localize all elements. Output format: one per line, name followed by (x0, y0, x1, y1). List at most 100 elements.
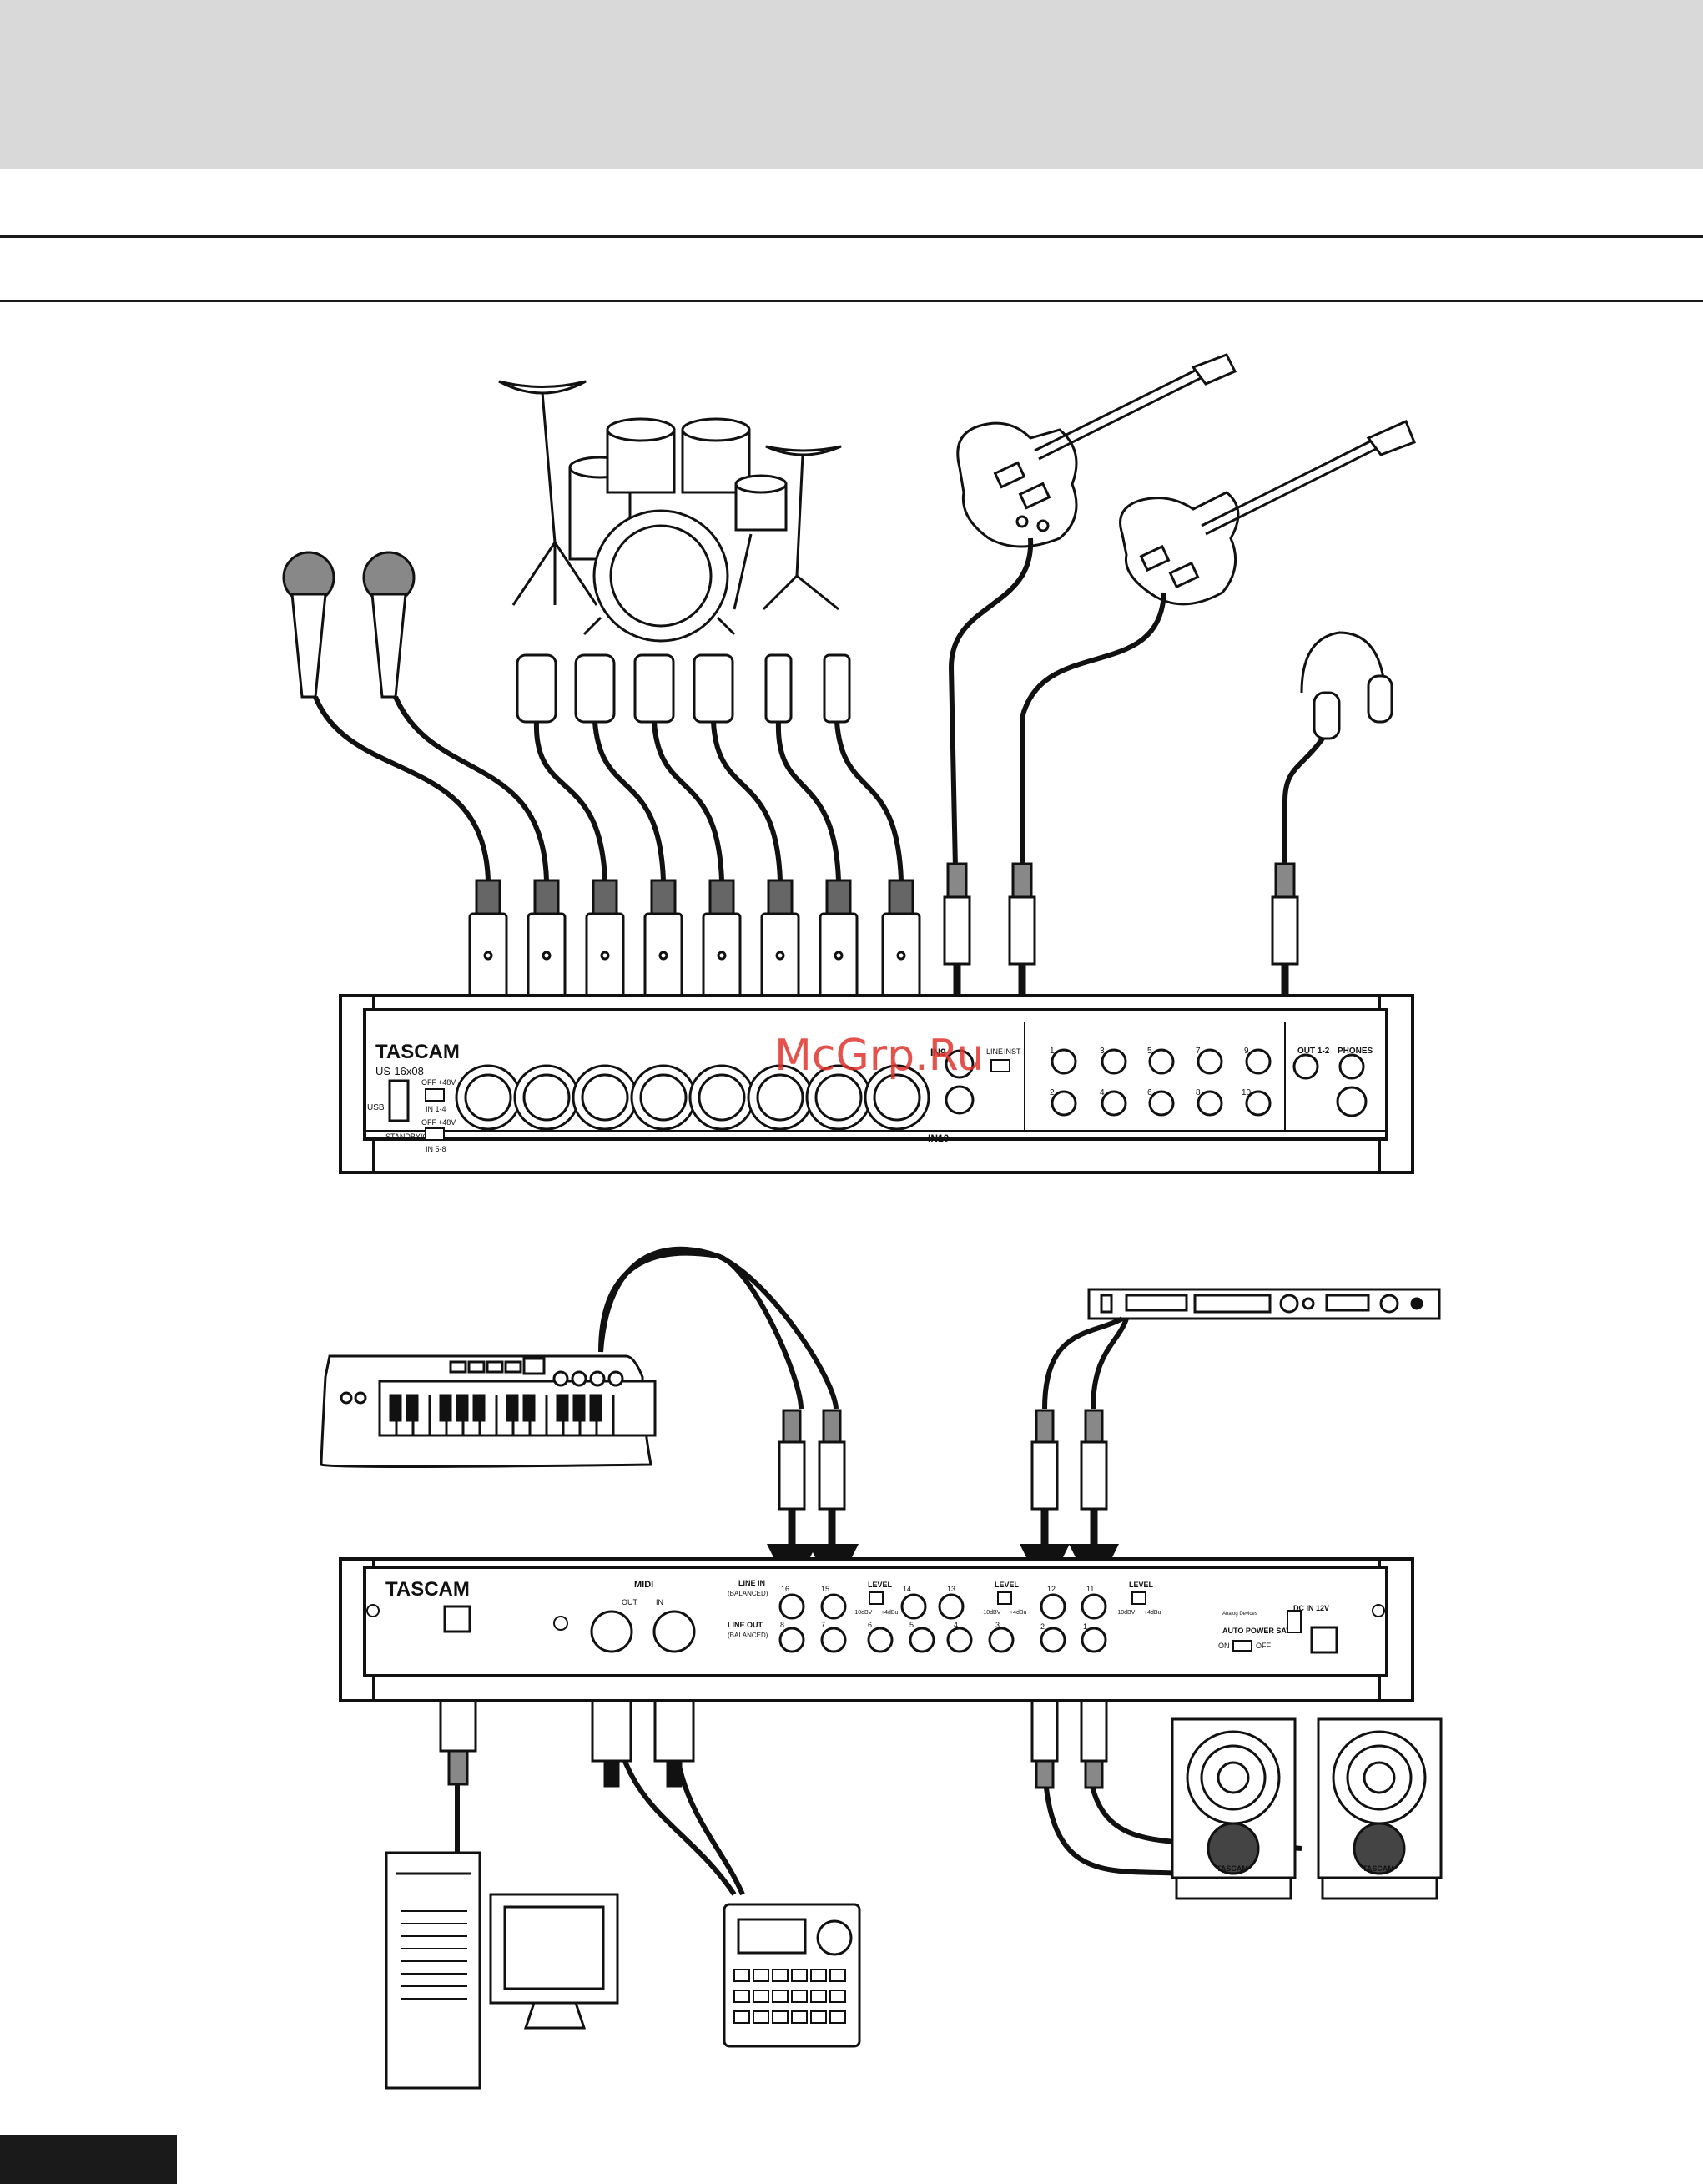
knob-num-9: 9 (1244, 1047, 1249, 1056)
gain-knob-8[interactable] (1197, 1090, 1223, 1117)
knob-num-5: 5 (1147, 1047, 1152, 1056)
inst-label: INST (1004, 1047, 1021, 1056)
handheld-microphones (282, 551, 416, 699)
line-in-label: LINE IN (738, 1579, 765, 1587)
svg-text:+4dBu: +4dBu (881, 1610, 899, 1616)
knob-num-6: 6 (1147, 1088, 1152, 1097)
line-out-1[interactable] (1081, 1627, 1107, 1653)
knob-num-10: 10 (1242, 1088, 1252, 1097)
line-out-num-1: 1 (1083, 1622, 1087, 1631)
phantom-on-1: +48V (438, 1078, 456, 1087)
midi-in-port[interactable] (652, 1610, 696, 1653)
line-in-13[interactable] (938, 1593, 965, 1620)
line-out-2[interactable] (1040, 1627, 1066, 1653)
xlr-input-1[interactable] (455, 1064, 521, 1131)
knob-num-4: 4 (1100, 1088, 1105, 1097)
line-out-6[interactable] (867, 1627, 894, 1653)
xlr-input-2[interactable] (513, 1064, 580, 1131)
gain-knob-1[interactable] (1051, 1048, 1077, 1075)
standby-label: STANDBY/ON (385, 1132, 434, 1141)
gain-knob-6[interactable] (1148, 1090, 1175, 1117)
line-in-14[interactable] (900, 1593, 927, 1620)
gain-knob-5[interactable] (1148, 1048, 1175, 1075)
auto-power-save-switch[interactable] (1232, 1640, 1252, 1652)
dc-in-label: DC IN 12V (1293, 1604, 1329, 1612)
phantom-switch-2[interactable] (425, 1127, 445, 1141)
svg-text:LEVEL: LEVEL (1129, 1581, 1154, 1589)
line-out-3[interactable] (988, 1627, 1015, 1653)
midi-out-label: OUT (622, 1598, 638, 1606)
header-rule-top (0, 235, 1703, 238)
line-in-11[interactable] (1081, 1593, 1107, 1620)
knob-num-2: 2 (1050, 1088, 1055, 1097)
line-out-7[interactable] (820, 1627, 847, 1653)
gain-knob-4[interactable] (1101, 1090, 1127, 1117)
line-out-5[interactable] (909, 1627, 935, 1653)
midi-keyboard (320, 1354, 657, 1468)
line-in-balanced: (BALANCED) (728, 1590, 768, 1597)
line-in-num-15: 15 (821, 1585, 829, 1593)
line-out-num-4: 4 (954, 1621, 958, 1629)
in9-label: IN9 (930, 1047, 946, 1058)
gain-knob-2[interactable] (1051, 1090, 1077, 1117)
line-in-12[interactable] (1040, 1593, 1066, 1620)
page-header-band (0, 0, 1703, 169)
knob-num-3: 3 (1100, 1047, 1105, 1056)
line-out-4[interactable] (946, 1627, 973, 1653)
watermark: McGrp.Ru (774, 1031, 984, 1081)
monitor-speakers (1171, 1717, 1443, 1900)
xlr-input-7[interactable] (805, 1064, 872, 1131)
line-in-num-13: 13 (947, 1585, 955, 1593)
standby-switch[interactable] (388, 1079, 410, 1122)
level-switch-3[interactable]: LEVEL -10dBV +4dBu (1116, 1581, 1161, 1616)
front-panel: TASCAM US-16x08 USB STANDBY/ON OFF +48V … (339, 994, 1414, 1174)
svg-text:-10dBV: -10dBV (1116, 1610, 1136, 1616)
rear-panel: TASCAM MIDI OUT IN LINE IN (BALANCED) LI… (339, 1557, 1414, 1702)
phantom-off-1: OFF (421, 1078, 436, 1087)
in9-jack[interactable] (945, 1049, 975, 1079)
phones-jack[interactable] (1336, 1086, 1368, 1117)
xlr-input-3[interactable] (572, 1064, 638, 1131)
phantom-off-2: OFF (421, 1118, 436, 1127)
xlr-input-4[interactable] (630, 1064, 697, 1131)
midi-in-label: IN (656, 1598, 663, 1606)
header-rule-bottom (0, 300, 1703, 302)
auto-power-save-label: AUTO POWER SAVE (1222, 1627, 1296, 1635)
xlr-input-8[interactable] (864, 1064, 930, 1131)
phantom-switch-1[interactable] (425, 1088, 445, 1102)
knob-num-8: 8 (1196, 1088, 1201, 1097)
line-out-num-8: 8 (780, 1621, 784, 1629)
svg-text:LEVEL: LEVEL (868, 1581, 893, 1589)
drum-machine (723, 1903, 861, 2048)
line-out-8[interactable] (778, 1627, 805, 1653)
line-in-num-11: 11 (1086, 1585, 1094, 1593)
front-model: US-16x08 (375, 1065, 424, 1077)
line-out-num-5: 5 (909, 1621, 914, 1629)
line-label: LINE (986, 1047, 1003, 1056)
level-switch-2[interactable]: LEVEL -10dBV +4dBu (981, 1581, 1027, 1616)
usb-port[interactable] (443, 1605, 471, 1633)
line-in-15[interactable] (820, 1593, 847, 1620)
phones-label: PHONES (1338, 1047, 1373, 1056)
midi-out-port[interactable] (590, 1610, 633, 1653)
line-in-num-16: 16 (781, 1585, 789, 1593)
knob-num-7: 7 (1196, 1047, 1201, 1056)
out12-knob[interactable] (1292, 1053, 1319, 1080)
power-switch[interactable] (1287, 1610, 1302, 1633)
line-out-balanced: (BALANCED) (728, 1632, 768, 1639)
level-switch-1[interactable]: LEVEL -10dBV +4dBu (853, 1581, 899, 1616)
dc-in-jack[interactable] (1310, 1626, 1338, 1654)
gain-knob-10[interactable] (1245, 1090, 1272, 1117)
gain-knob-3[interactable] (1101, 1048, 1127, 1075)
xlr-input-5[interactable] (688, 1064, 755, 1131)
gain-knob-9[interactable] (1245, 1048, 1272, 1075)
svg-text:+4dBu: +4dBu (1010, 1610, 1027, 1616)
line-in-16[interactable] (778, 1593, 805, 1620)
phones-knob[interactable] (1338, 1053, 1365, 1080)
gain-knob-7[interactable] (1197, 1048, 1223, 1075)
phantom-on-2: +48V (438, 1118, 456, 1127)
line-inst-switch[interactable] (990, 1059, 1010, 1072)
in10-jack[interactable] (945, 1085, 975, 1115)
in10-label: IN10 (928, 1132, 950, 1144)
knob-num-1: 1 (1050, 1047, 1055, 1056)
